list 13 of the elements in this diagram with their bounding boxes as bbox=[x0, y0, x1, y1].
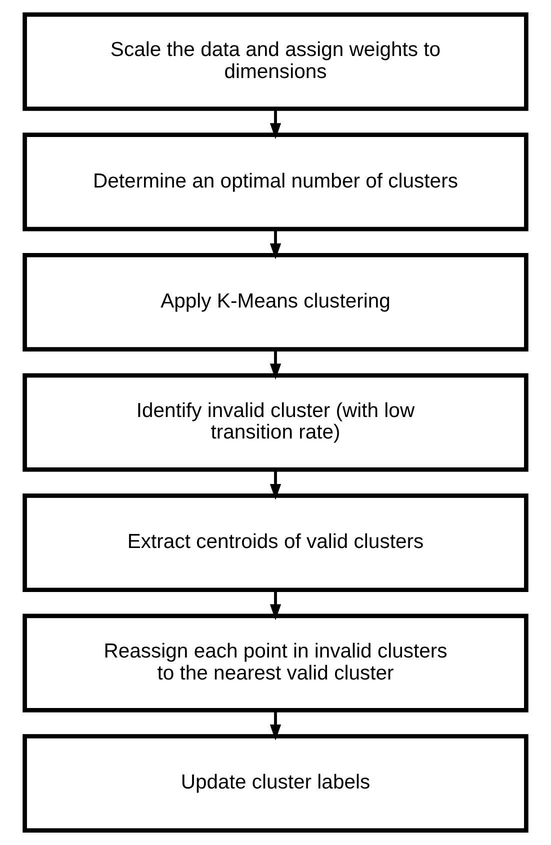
node-box: Scale the data and assign weights to dimensions bbox=[22, 12, 528, 111]
arrow bbox=[270, 710, 282, 740]
arrow bbox=[270, 108, 282, 140]
node-box: Update cluster labels bbox=[22, 734, 528, 833]
node-box: Reassign each point in invalid clusters to the nearest valid cluster bbox=[22, 614, 528, 712]
arrow bbox=[270, 229, 282, 260]
arrow bbox=[270, 470, 282, 500]
node-box: Apply K-Means clustering bbox=[22, 252, 528, 352]
node-box: Determine an optimal number of clusters bbox=[22, 132, 528, 232]
arrow bbox=[270, 349, 282, 380]
node-box: Extract centroids of valid clusters bbox=[22, 494, 528, 592]
arrow bbox=[270, 590, 282, 620]
node-box: Identify invalid cluster (with low transition rate) bbox=[22, 373, 528, 472]
